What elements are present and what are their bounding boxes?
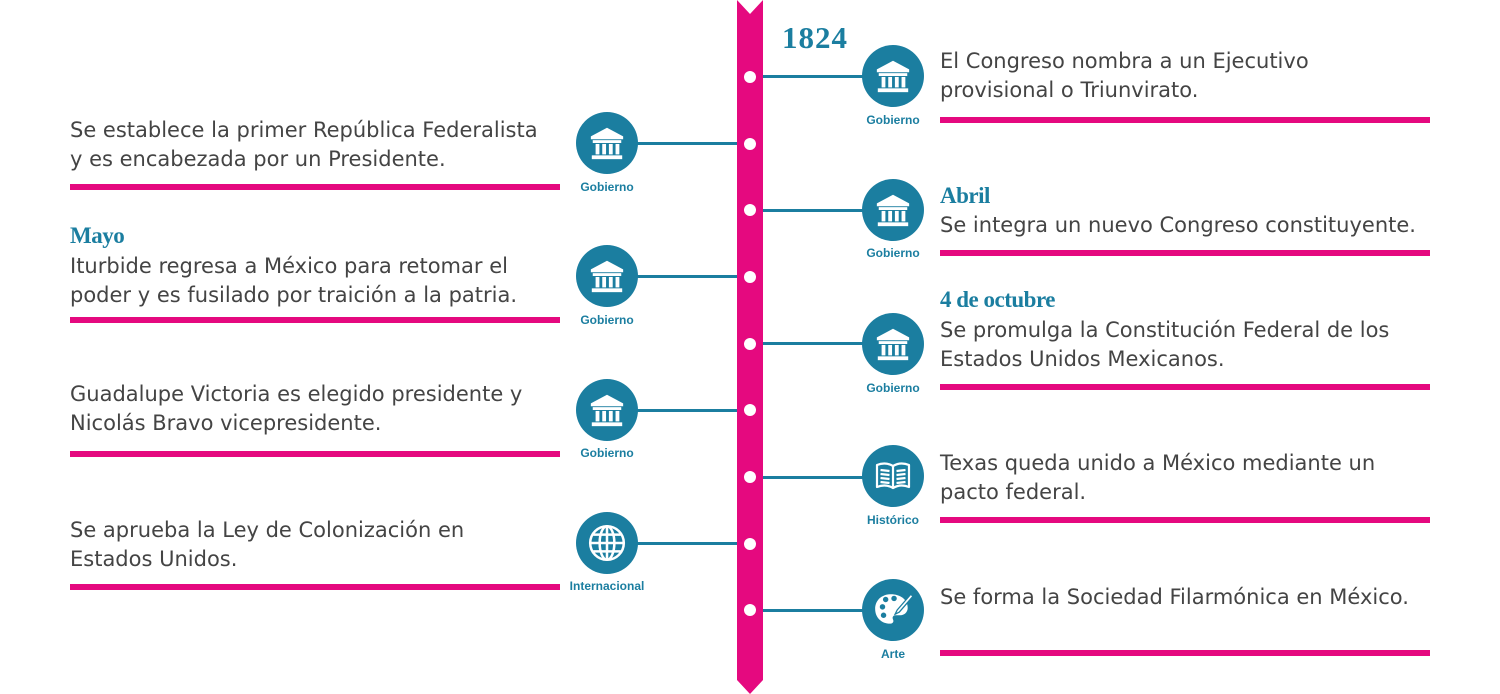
event-underline bbox=[940, 384, 1430, 390]
event-date: Abril bbox=[940, 183, 990, 208]
connector bbox=[627, 142, 737, 145]
event-underline bbox=[940, 250, 1430, 256]
event-text-l1-line2: y es encabezada por un Presidente. bbox=[70, 147, 446, 171]
event-text-l4-line2: Estados Unidos. bbox=[70, 547, 238, 571]
event-text-r4-line2: pacto federal. bbox=[940, 480, 1087, 504]
category-label: Gobierno bbox=[580, 446, 634, 460]
government-building-icon bbox=[862, 179, 924, 241]
timeline-node bbox=[744, 338, 756, 350]
event-underline bbox=[70, 184, 560, 190]
event-text-l2-line2: poder y es fusilado por traición a la pa… bbox=[70, 283, 518, 307]
timeline-node bbox=[744, 604, 756, 616]
event-text-r5-line1: Se forma la Sociedad Filarmónica en Méxi… bbox=[940, 585, 1409, 609]
event-underline bbox=[70, 451, 560, 457]
event-text-r1-line2: provisional o Triunvirato. bbox=[940, 78, 1199, 102]
event-text-l3-line2: Nicolás Bravo vicepresidente. bbox=[70, 411, 382, 435]
year-label: 1824 bbox=[782, 20, 848, 55]
government-building-icon bbox=[862, 45, 924, 107]
timeline-node bbox=[744, 204, 756, 216]
event-underline bbox=[70, 584, 560, 590]
event-text-l1-line1: Se establece la primer República Federal… bbox=[70, 118, 538, 142]
timeline-node bbox=[744, 404, 756, 416]
event-date: Mayo bbox=[70, 223, 125, 248]
connector bbox=[763, 342, 873, 345]
timeline-node bbox=[744, 71, 756, 83]
connector bbox=[763, 209, 873, 212]
category-label: Gobierno bbox=[866, 113, 920, 127]
event-text-l2-line1: Iturbide regresa a México para retomar e… bbox=[70, 254, 508, 278]
category-label: Gobierno bbox=[580, 180, 634, 194]
connector bbox=[627, 542, 737, 545]
event-underline bbox=[70, 317, 560, 323]
event-text-r2-line1: Se integra un nuevo Congreso constituyen… bbox=[940, 213, 1416, 237]
open-book-icon bbox=[862, 445, 924, 507]
category-label: Histórico bbox=[866, 513, 919, 527]
event-text-r1-line1: El Congreso nombra a un Ejecutivo bbox=[940, 49, 1309, 73]
timeline-node bbox=[744, 271, 756, 283]
government-building-icon bbox=[862, 313, 924, 375]
category-label: Internacional bbox=[569, 579, 645, 593]
event-text-r4-line1: Texas queda unido a México mediante un bbox=[940, 451, 1376, 475]
connector bbox=[763, 476, 873, 479]
connector bbox=[763, 75, 873, 78]
event-underline bbox=[940, 650, 1430, 656]
government-building-icon bbox=[576, 379, 638, 441]
event-underline bbox=[940, 517, 1430, 523]
timeline-node bbox=[744, 138, 756, 150]
category-label: Gobierno bbox=[866, 246, 920, 260]
event-text-r3-line2: Estados Unidos Mexicanos. bbox=[940, 347, 1225, 371]
connector bbox=[627, 275, 737, 278]
connector bbox=[763, 609, 873, 612]
timeline-node bbox=[744, 538, 756, 550]
art-palette-icon bbox=[862, 579, 924, 641]
event-text-l3-line1: Guadalupe Victoria es elegido presidente… bbox=[70, 382, 523, 406]
government-building-icon bbox=[576, 112, 638, 174]
category-label: Gobierno bbox=[866, 381, 920, 395]
government-building-icon bbox=[576, 245, 638, 307]
connector bbox=[627, 409, 737, 412]
event-underline bbox=[940, 117, 1430, 123]
event-date: 4 de octubre bbox=[940, 287, 1055, 312]
category-label: Arte bbox=[880, 647, 905, 661]
event-text-l4-line1: Se aprueba la Ley de Colonización en bbox=[70, 518, 465, 542]
category-label: Gobierno bbox=[580, 313, 634, 327]
event-text-r3-line1: Se promulga la Constitución Federal de l… bbox=[940, 318, 1390, 342]
globe-icon bbox=[576, 512, 638, 574]
timeline-node bbox=[744, 471, 756, 483]
